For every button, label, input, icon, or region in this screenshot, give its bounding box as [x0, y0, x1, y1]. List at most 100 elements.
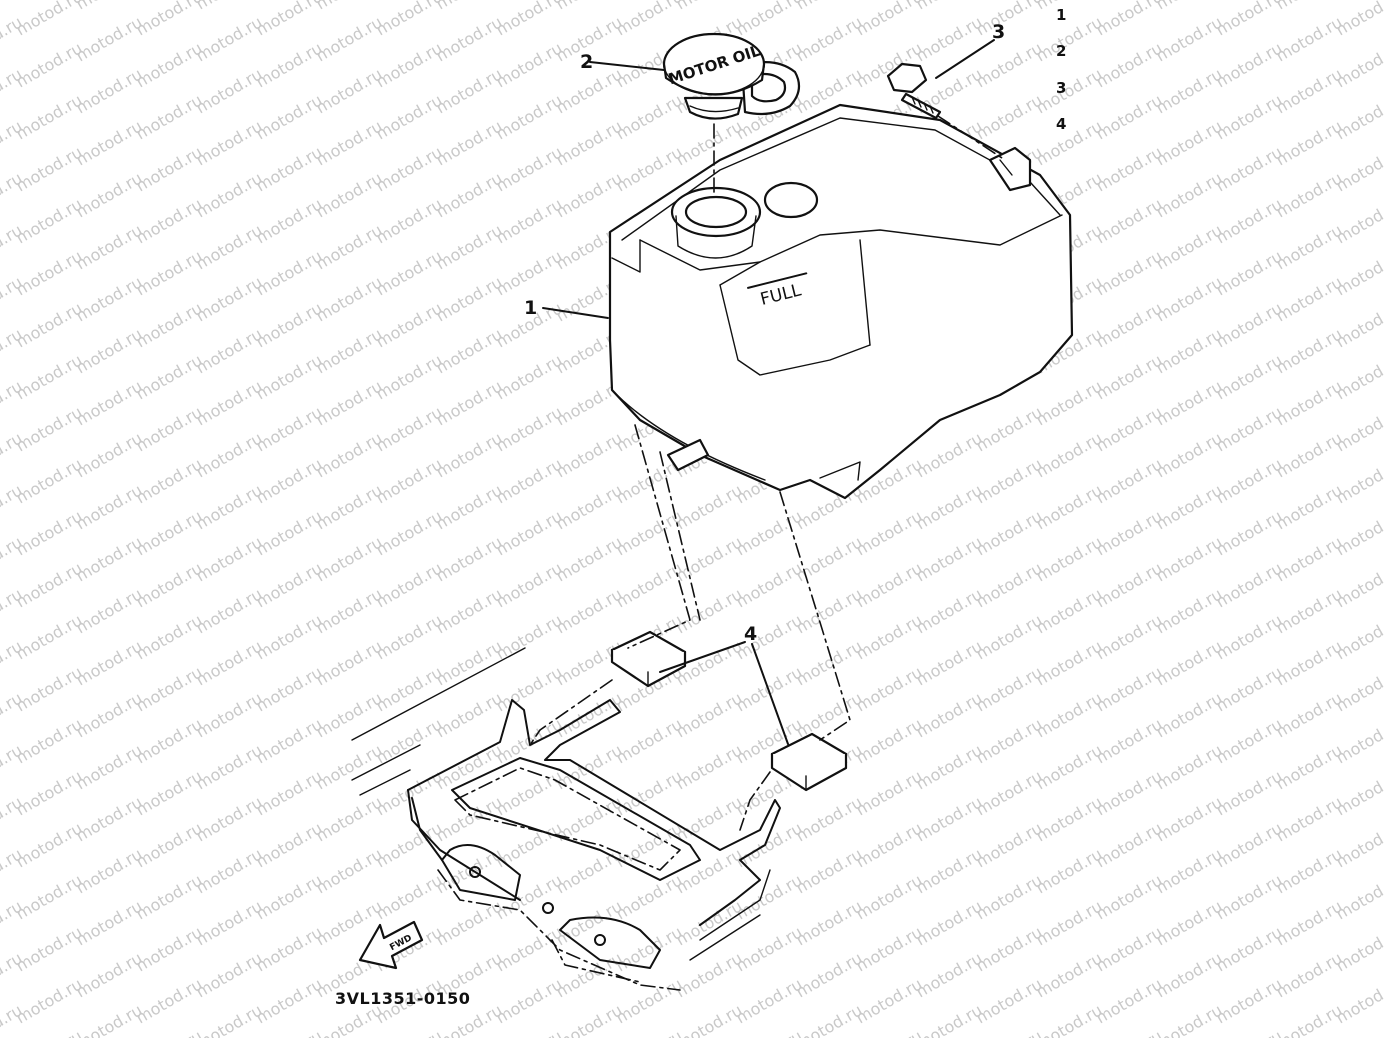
watermark-text: motod.ru [373, 194, 446, 247]
watermark-text: motod.ru [1093, 298, 1166, 351]
watermark-text: motod.ru [1093, 90, 1166, 143]
watermark-text: motod.ru [13, 0, 86, 39]
watermark-text: motod.ru [1213, 246, 1286, 299]
watermark-text: motod.ru [193, 324, 266, 377]
watermark-text: motod.ru [1093, 558, 1166, 611]
watermark-text: motod.ru [73, 272, 146, 325]
watermark-text: motod.ru [193, 844, 266, 897]
watermark-text: motod.ru [133, 818, 206, 871]
watermark-text: motod.ru [253, 402, 326, 455]
watermark-text: motod.ru [13, 298, 86, 351]
watermark-text: motod.ru [913, 1000, 986, 1038]
callout-3: 3 [992, 21, 1005, 43]
watermark-text: motod.ru [13, 714, 86, 767]
watermark-text: motod.ru [373, 714, 446, 767]
watermark-text: motod.ru [1213, 454, 1286, 507]
watermark-text: motod.ru [673, 948, 746, 1001]
watermark-text: motod.ru [1093, 454, 1166, 507]
watermark-text: motod.ru [1273, 584, 1346, 637]
watermark-text: motod.ru [193, 272, 266, 325]
watermark-text: motod.ru [133, 350, 206, 403]
watermark-text: motod.ru [433, 532, 506, 585]
watermark-text: motod.ru [1153, 688, 1226, 741]
watermark-text: motod.ru [493, 38, 566, 91]
watermark-text: motod.ru [913, 636, 986, 689]
watermark-text: motod.ru [913, 948, 986, 1001]
watermark-text: motod.ru [373, 1026, 446, 1038]
watermark-text: motod.ru [313, 844, 386, 897]
watermark-text: motod.ru [13, 558, 86, 611]
callouts: 2 3 1 4 [524, 21, 1005, 645]
watermark-text: motod.ru [493, 610, 566, 663]
watermark-text: motod.ru [973, 714, 1046, 767]
watermark-text: motod.ru [433, 480, 506, 533]
watermark-text: motod.ru [493, 766, 566, 819]
watermark-text: motod.ru [1153, 12, 1226, 65]
watermark-text: motod.ru [13, 246, 86, 299]
watermark-text: motod.ru [133, 558, 206, 611]
watermark-text: motod.ru [973, 558, 1046, 611]
watermark-text: motod.ru [1093, 818, 1166, 871]
watermark-text: motod.ru [493, 142, 566, 195]
watermark-text: motod.ru [733, 922, 806, 975]
watermark-text: motod.ru [1153, 220, 1226, 273]
watermark-text: motod.ru [373, 38, 446, 91]
watermark-text: motod.ru [133, 506, 206, 559]
watermark-text: motod.ru [313, 12, 386, 65]
watermark-text: motod.ru [973, 454, 1046, 507]
frame-bracket [351, 647, 781, 991]
watermark-text: motod.ru [1033, 896, 1106, 949]
watermark-text: motod.ru [433, 12, 506, 65]
watermark-text: motod.ru [1093, 506, 1166, 559]
watermark-text: motod.ru [1093, 246, 1166, 299]
watermark-text: motod.ru [1093, 0, 1166, 39]
callout-2: 2 [580, 51, 593, 73]
watermark-text: motod.ru [1033, 532, 1106, 585]
watermark-text: motod.ru [1213, 350, 1286, 403]
watermark-text: motod.ru [13, 662, 86, 715]
watermark-text: motod.ru [1153, 64, 1226, 117]
watermark-text: motod.ru [133, 38, 206, 91]
watermark-text: motod.ru [193, 12, 266, 65]
watermark-text: motod.ru [193, 168, 266, 221]
watermark-text: motod.ru [553, 896, 626, 949]
watermark-text: motod.ru [373, 246, 446, 299]
watermark-text: motod.ru [493, 922, 566, 975]
watermark-text: motod.ru [913, 480, 986, 533]
watermark-text: motod.ru [73, 532, 146, 585]
watermark-text: motod.ru [13, 350, 86, 403]
watermark-text: motod.ru [1033, 948, 1106, 1001]
watermark-text: motod.ru [193, 740, 266, 793]
watermark-text: motod.ru [733, 974, 806, 1027]
watermark-text: motod.ru [73, 636, 146, 689]
watermark-text: motod.ru [493, 506, 566, 559]
watermark-text: motod.ru [253, 0, 326, 39]
leader-lines [542, 39, 995, 745]
watermark-text: motod.ru [1153, 116, 1226, 169]
watermark-text: motod.ru [733, 558, 806, 611]
watermark-text: motod.ru [433, 272, 506, 325]
watermark-text: motod.ru [733, 870, 806, 923]
watermark-text: motod.ru [73, 844, 146, 897]
watermark-text: motod.ru [733, 506, 806, 559]
watermark-text: motod.ru [613, 818, 686, 871]
watermark-text: motod.ru [1213, 610, 1286, 663]
watermark-text: motod.ru [1033, 740, 1106, 793]
watermark-text: motod.ru [1093, 766, 1166, 819]
watermark-text: motod.ru [193, 480, 266, 533]
watermark-text: motod.ru [733, 1026, 806, 1038]
watermark-text: motod.ru [1153, 948, 1226, 1001]
watermark-text: motod.ru [253, 506, 326, 559]
watermark-text: motod.ru [193, 1000, 266, 1038]
watermark-text: motod.ru [793, 584, 866, 637]
watermark-text: motod.ru [1153, 844, 1226, 897]
watermark-text: motod.ru [313, 688, 386, 741]
watermark-text: motod.ru [793, 792, 866, 845]
watermark-text: motod.ru [193, 220, 266, 273]
watermark-text: motod.ru [433, 636, 506, 689]
watermark-text: motod.ru [1033, 688, 1106, 741]
part-list-item-2: 2 [1056, 42, 1066, 60]
diagram-code: 3VL1351-0150 [335, 989, 470, 1008]
watermark-text: motod.ru [73, 116, 146, 169]
watermark-text: motod.ru [1153, 428, 1226, 481]
